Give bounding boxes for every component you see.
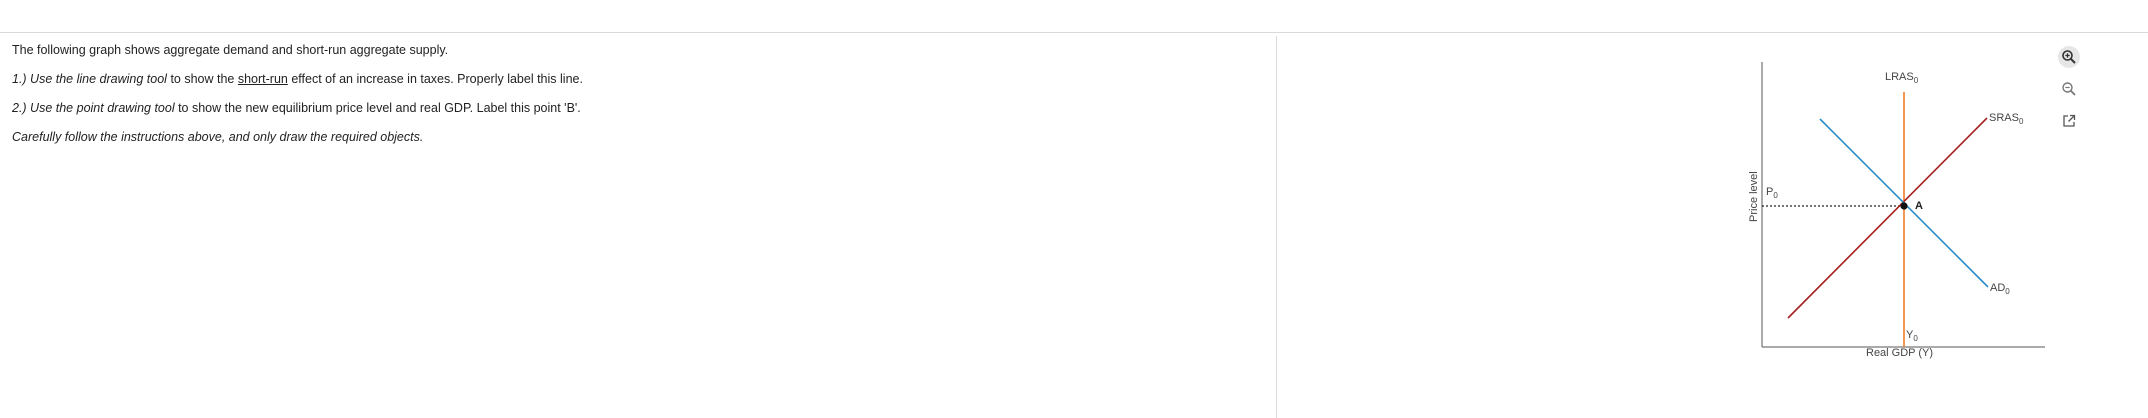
instruction-caution: Carefully follow the instructions above,… <box>12 129 1252 158</box>
point-tool-reference: point drawing tool <box>76 101 175 115</box>
sras-letters: SRAS <box>1989 112 2019 124</box>
x-axis-label: Real GDP (Y) <box>1866 347 1933 359</box>
instruction-step-1-mid: to show the <box>166 72 238 86</box>
line-tool-reference: line drawing tool <box>76 72 167 86</box>
lras-subscript: 0 <box>1914 76 1919 85</box>
price-level-letter: P <box>1766 186 1773 198</box>
instruction-caution-text: Carefully follow the instructions above,… <box>12 130 424 144</box>
popout-button[interactable] <box>2058 110 2080 132</box>
instruction-step-2-end: to show the new equilibrium price level … <box>174 101 581 115</box>
ad-letters: AD <box>1990 282 2005 294</box>
panel-divider <box>1276 36 1277 418</box>
instruction-step-1-end: effect of an increase in taxes. Properly… <box>287 72 583 86</box>
ad-subscript: 0 <box>2005 287 2010 296</box>
zoom-out-icon <box>2062 82 2076 96</box>
zoom-out-button[interactable] <box>2058 78 2080 100</box>
output-label: Y0 <box>1906 329 1918 343</box>
y-axis-label: Price level <box>1748 171 1760 222</box>
question-instructions: The following graph shows aggregate dema… <box>12 42 1252 158</box>
sras-label: SRAS0 <box>1989 112 2024 126</box>
graph-toolbar <box>2058 46 2082 142</box>
header-divider <box>0 32 2148 33</box>
price-level-label: P0 <box>1766 186 1778 200</box>
output-subscript: 0 <box>1913 334 1918 343</box>
instruction-step-1-prefix: 1.) Use the <box>12 72 77 86</box>
sras-curve[interactable] <box>1787 117 1988 319</box>
instruction-step-2-prefix: 2.) Use the <box>12 101 77 115</box>
sras-subscript: 0 <box>2019 117 2024 126</box>
price-level-subscript: 0 <box>1773 191 1778 200</box>
instruction-step-2: 2.) Use the point drawing tool to show t… <box>12 100 1252 129</box>
zoom-in-button[interactable] <box>2058 46 2080 68</box>
ad-label: AD0 <box>1990 282 2010 296</box>
point-a-label: A <box>1915 200 1923 212</box>
lras-letters: LRAS <box>1885 71 1914 83</box>
external-link-icon <box>2063 114 2076 127</box>
instruction-step-1: 1.) Use the line drawing tool to show th… <box>12 71 1252 100</box>
ad-as-graph[interactable]: Price level Real GDP (Y) P0 LRAS0 SRAS0 … <box>1740 56 2056 366</box>
instruction-intro: The following graph shows aggregate dema… <box>12 43 449 57</box>
short-run-glossary-link[interactable]: short-run <box>237 72 288 86</box>
output-letter: Y <box>1906 329 1914 341</box>
lras-label: LRAS0 <box>1885 71 1919 85</box>
equilibrium-point-a[interactable] <box>1900 202 1908 210</box>
zoom-in-icon <box>2062 50 2076 64</box>
